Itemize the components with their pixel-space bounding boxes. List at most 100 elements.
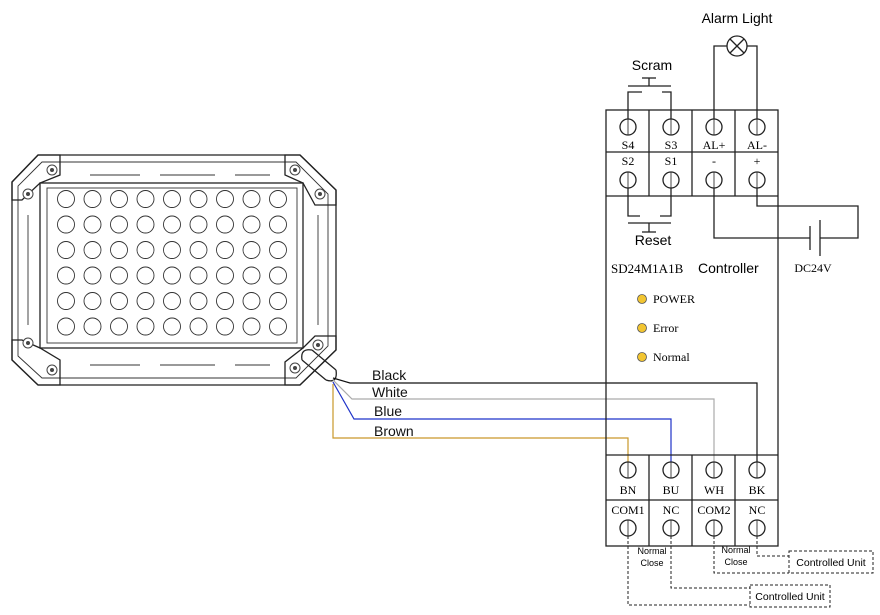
led-cell [57, 241, 75, 259]
led-cell [269, 241, 287, 259]
top-terminals: S4 S3 AL+ AL- S2 S1 - + [619, 118, 767, 189]
led-cell [269, 292, 287, 310]
wire-white [332, 379, 715, 462]
led-cell [216, 215, 234, 234]
led-cell [242, 241, 261, 259]
led-cell [136, 215, 155, 234]
indicator-error-label: Error [653, 321, 678, 335]
normal-close-label-2b: Close [724, 557, 747, 567]
led-cell [163, 190, 181, 208]
led-cell [110, 190, 128, 208]
alarm-light [713, 35, 758, 119]
led-cell [57, 215, 75, 234]
led-cell [83, 215, 102, 234]
controller-model: SD24M1A1B [611, 261, 684, 276]
led-cell [110, 317, 128, 336]
led-cell [189, 317, 208, 336]
label-nc-1: NC [663, 503, 680, 517]
led-cell [163, 292, 181, 310]
led-cell [242, 215, 261, 234]
led-cell [189, 241, 208, 259]
controlled-unit-label-2: Controlled Unit [796, 557, 866, 569]
label-al-plus: AL+ [703, 138, 726, 152]
led-cell [189, 292, 208, 310]
led-cell [57, 317, 75, 336]
led-cell [57, 190, 75, 208]
led-cell [269, 317, 287, 336]
led-cell [242, 317, 261, 336]
alarm-light-label: Alarm Light [702, 10, 773, 26]
led-cell [163, 317, 181, 336]
label-bk: BK [749, 483, 766, 497]
led-cell [216, 190, 234, 208]
relay-outputs [627, 536, 874, 608]
led-cell [110, 292, 128, 310]
led-cell [269, 190, 287, 208]
bottom-terminals: BN BU WH BK COM1 NC COM2 NC [611, 461, 766, 537]
led-cell [110, 241, 128, 259]
indicator-list: POWER Error Normal [637, 292, 695, 364]
label-s3: S3 [665, 138, 678, 152]
normal-close-label-1b: Close [640, 558, 663, 568]
controlled-unit-label-1: Controlled Unit [755, 591, 825, 603]
led-cell [83, 317, 102, 336]
wire-label-blue: Blue [374, 403, 402, 419]
led-cell [136, 266, 155, 285]
label-dc-plus: + [754, 154, 761, 168]
label-dc-minus: - [712, 154, 716, 168]
indicator-power-label: POWER [653, 292, 695, 306]
led-cell [57, 266, 75, 285]
led-cell [216, 266, 234, 285]
label-nc-2: NC [749, 503, 766, 517]
controller [605, 109, 779, 547]
indicator-normal-icon [637, 352, 647, 362]
led-cell [57, 292, 75, 310]
led-cell [163, 266, 181, 285]
wire-blue [332, 381, 672, 462]
label-com1: COM1 [611, 503, 644, 517]
wire-black [332, 377, 758, 462]
led-cell [242, 266, 261, 285]
wire-label-brown: Brown [374, 423, 414, 439]
label-bu: BU [663, 483, 680, 497]
led-cell [242, 292, 261, 310]
led-cell [163, 241, 181, 259]
indicator-error-icon [637, 323, 647, 333]
label-s4: S4 [622, 138, 635, 152]
reset-switch [627, 188, 672, 233]
led-cell [189, 190, 208, 208]
reset-label: Reset [635, 232, 672, 248]
led-cell [136, 317, 155, 336]
wire-label-white: White [372, 384, 408, 400]
led-cell [216, 317, 234, 336]
led-cell [163, 215, 181, 234]
normal-close-label-1a: Normal [637, 546, 666, 556]
scram-switch [627, 77, 672, 119]
led-cell [83, 292, 102, 310]
led-cell [110, 215, 128, 234]
indicator-normal-label: Normal [653, 350, 690, 364]
led-cell [110, 266, 128, 285]
led-cell [216, 241, 234, 259]
led-cell [189, 266, 208, 285]
led-cell [83, 266, 102, 285]
led-cell [269, 215, 287, 234]
dc-label: DC24V [794, 261, 832, 275]
cable-gland [301, 349, 337, 382]
led-cell [136, 190, 155, 208]
wire-brown [332, 384, 629, 462]
label-al-minus: AL- [747, 138, 767, 152]
label-s2: S2 [622, 154, 635, 168]
led-cell [83, 241, 102, 259]
label-com2: COM2 [697, 503, 730, 517]
scram-label: Scram [632, 57, 672, 73]
label-wh: WH [704, 483, 724, 497]
indicator-power-icon [637, 294, 647, 304]
led-cell [136, 292, 155, 310]
controller-word: Controller [698, 260, 759, 276]
led-cell [269, 266, 287, 285]
normal-close-label-2a: Normal [721, 545, 750, 555]
led-cell [136, 241, 155, 259]
sensor-wires [332, 377, 758, 462]
